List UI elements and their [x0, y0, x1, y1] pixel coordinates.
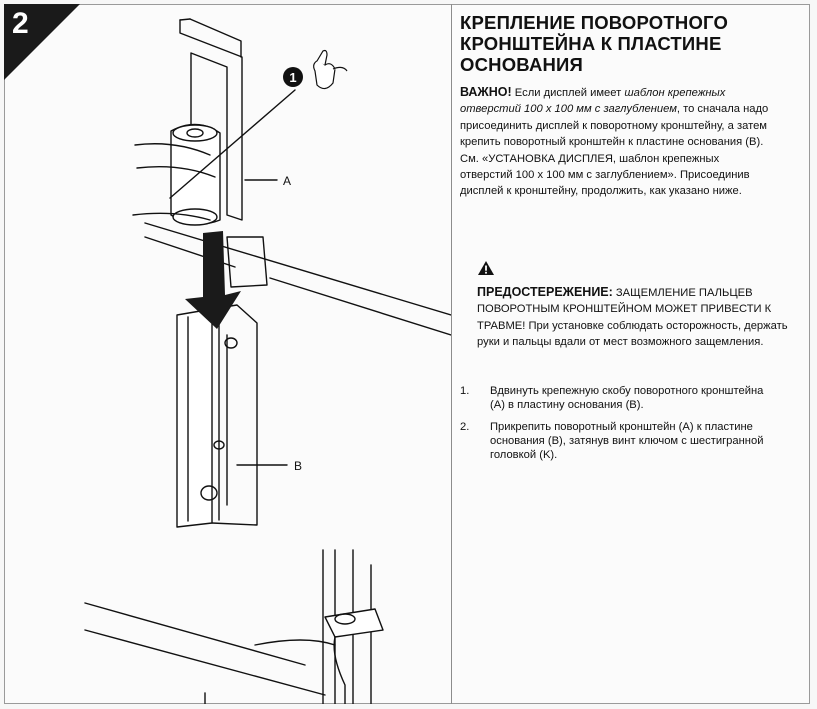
step-item-number: 2.	[460, 421, 470, 433]
step-item-number: 1.	[460, 385, 470, 397]
important-text-2: , то сначала надо присоединить дисплей к…	[460, 103, 769, 198]
list-item: 1. Вдвинуть крепежную скобу поворотного …	[460, 384, 800, 412]
callout-number: 1	[289, 70, 296, 85]
step-item-text: Прикрепить поворотный кронштейн (A) к пл…	[490, 421, 764, 461]
page-frame	[4, 4, 810, 704]
caution-head: ПРЕДОСТЕРЕЖЕНИЕ:	[477, 285, 613, 299]
caution-note: ПРЕДОСТЕРЕЖЕНИЕ: ЗАЩЕМЛЕНИЕ ПАЛЬЦЕВ ПОВО…	[477, 284, 807, 351]
important-note: ВАЖНО! Если дисплей имеет шаблон крепежн…	[460, 84, 770, 200]
warning-triangle-icon	[478, 261, 494, 275]
label-b: B	[294, 459, 302, 473]
hand-pointer-icon	[313, 49, 348, 90]
step-number: 2	[12, 7, 29, 40]
instruction-column: КРЕПЛЕНИЕ ПОВОРОТНОГО КРОНШТЕЙНА К ПЛАСТ…	[460, 12, 805, 461]
step-item-text: Вдвинуть крепежную скобу поворотного кро…	[490, 385, 764, 411]
assembly-illustration: 1 A B	[84, 18, 451, 704]
steps-list: 1. Вдвинуть крепежную скобу поворотного …	[460, 384, 800, 470]
step-corner-badge	[4, 4, 80, 80]
column-divider	[451, 4, 452, 704]
section-title: КРЕПЛЕНИЕ ПОВОРОТНОГО КРОНШТЕЙНА К ПЛАСТ…	[460, 12, 729, 75]
caution-caps: ЗАЩЕМЛЕНИЕ ПАЛЬЦЕВ ПОВОРОТНЫМ КРОНШТЕЙНО…	[477, 287, 772, 332]
label-a: A	[283, 174, 291, 188]
important-italic: шаблон крепежных отверстий 100 x 100 мм …	[460, 87, 726, 116]
important-head: ВАЖНО!	[460, 85, 512, 99]
important-text-1: Если дисплей имеет	[511, 87, 625, 99]
caution-text: При установке соблюдать осторожность, де…	[477, 319, 788, 349]
list-item: 2. Прикрепить поворотный кронштейн (A) к…	[460, 420, 800, 462]
